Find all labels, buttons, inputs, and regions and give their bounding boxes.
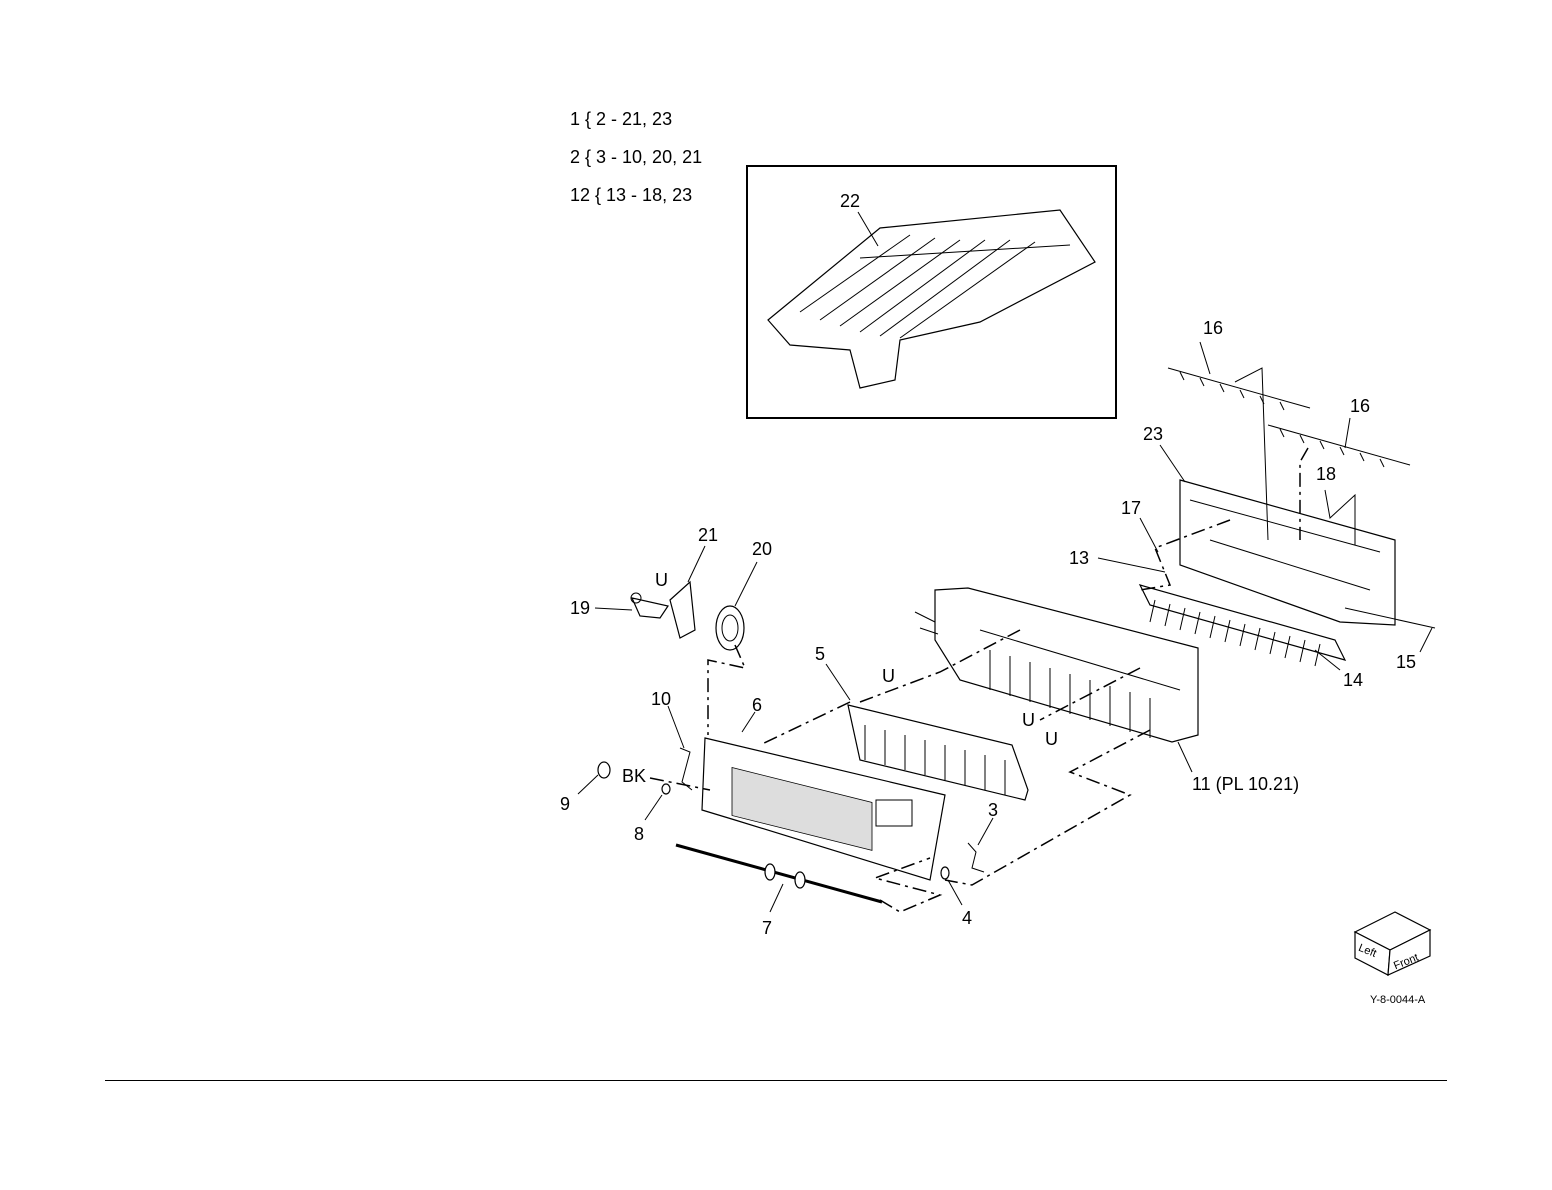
output-tray-part xyxy=(768,210,1095,388)
exit-frame-part xyxy=(915,588,1198,742)
static-brush-part-a xyxy=(1168,368,1310,410)
callout-9: 9 xyxy=(560,794,570,814)
callout-8: 8 xyxy=(634,824,644,844)
callout-22: 22 xyxy=(840,191,860,211)
spring-part-19 xyxy=(631,593,668,618)
callout-u-5: U xyxy=(1045,729,1058,749)
callout-16-right: 16 xyxy=(1350,396,1370,416)
callout-16-top: 16 xyxy=(1203,318,1223,338)
callout-6: 6 xyxy=(752,695,762,715)
footer-rule xyxy=(105,1080,1447,1081)
callout-u-4: U xyxy=(1022,710,1035,730)
callout-bk: BK xyxy=(622,766,646,786)
callout-17: 17 xyxy=(1121,498,1141,518)
callout-4: 4 xyxy=(962,908,972,928)
callout-19: 19 xyxy=(570,598,590,618)
gear-part-20 xyxy=(716,606,744,650)
callout-3: 3 xyxy=(988,800,998,820)
callout-7: 7 xyxy=(762,918,772,938)
callout-5: 5 xyxy=(815,644,825,664)
drawing-code: Y-8-0044-A xyxy=(1370,994,1426,1006)
callout-14: 14 xyxy=(1343,670,1363,690)
bracket-part-21 xyxy=(670,582,695,638)
callout-21: 21 xyxy=(698,525,718,545)
static-brush-part-b xyxy=(1268,425,1410,467)
callout-15: 15 xyxy=(1396,652,1416,672)
callout-u-3: U xyxy=(882,666,895,686)
callout-23: 23 xyxy=(1143,424,1163,444)
callout-13: 13 xyxy=(1069,548,1089,568)
callout-20: 20 xyxy=(752,539,772,559)
callout-11: 11 (PL 10.21) xyxy=(1192,774,1299,794)
orientation-cube: Left Front xyxy=(1355,912,1430,975)
callout-18: 18 xyxy=(1316,464,1336,484)
callout-10: 10 xyxy=(651,689,671,709)
callout-u-1: U xyxy=(655,570,668,590)
rear-cover-part xyxy=(1180,480,1395,625)
